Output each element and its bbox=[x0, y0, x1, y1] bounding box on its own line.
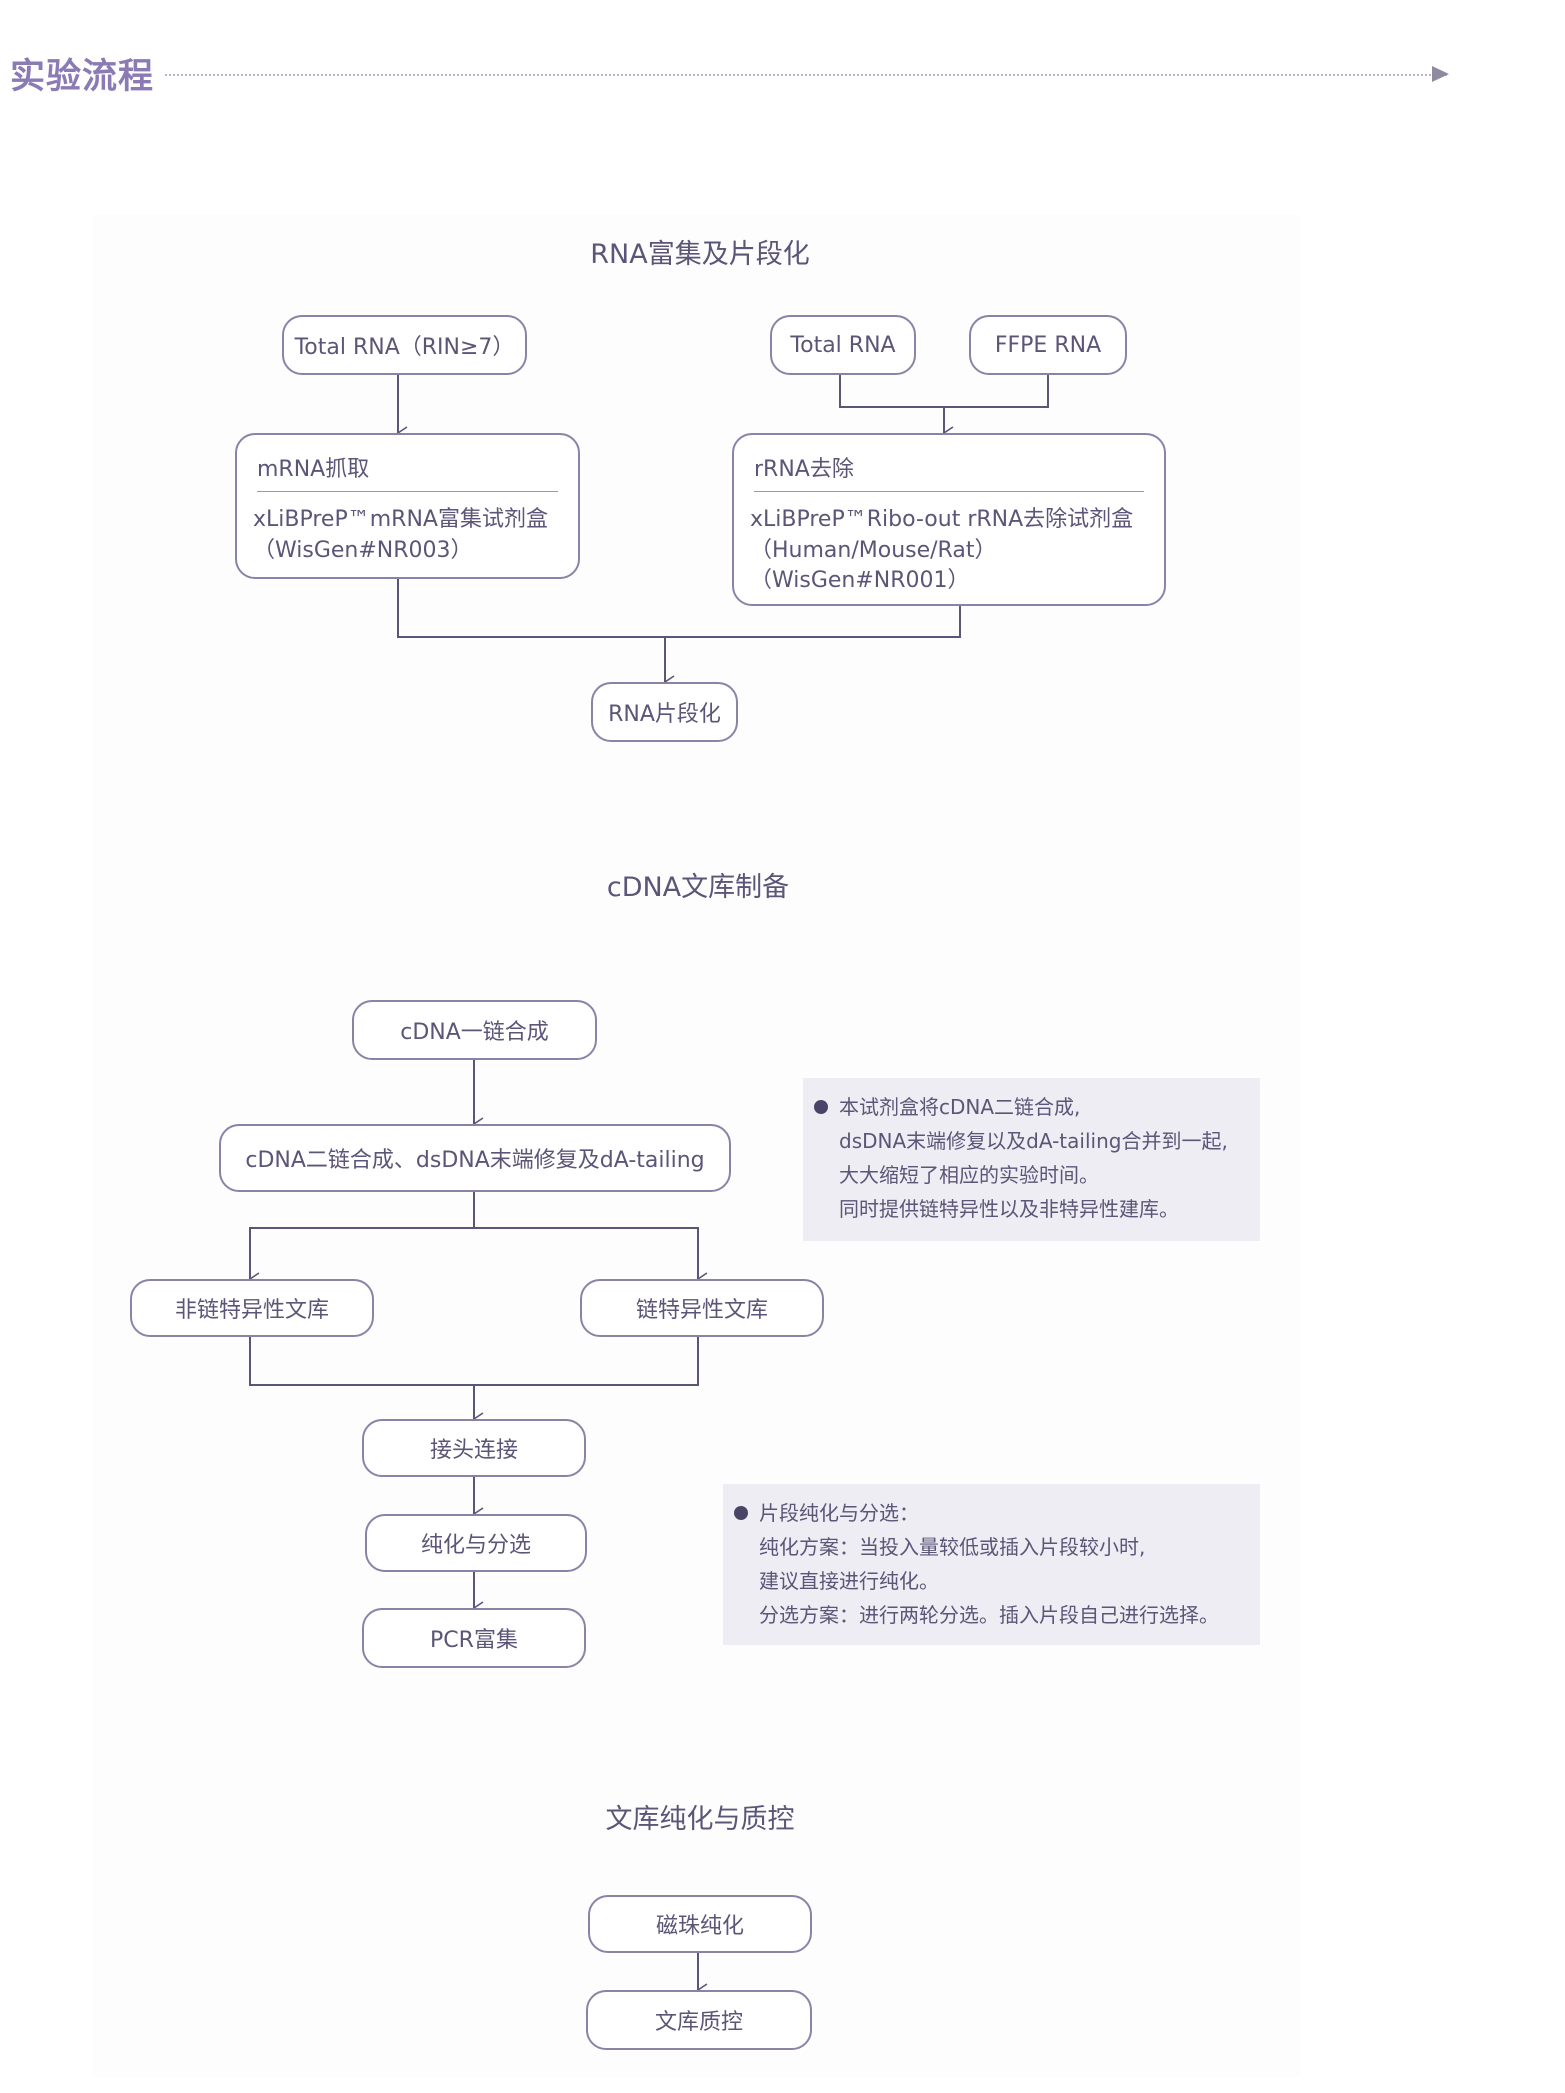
mrna-capture-catalog: （WisGen#NR003） bbox=[253, 538, 473, 563]
rrna-removal-species: （Human/Mouse/Rat） bbox=[750, 538, 997, 563]
node-library-qc: 文库质控 bbox=[586, 1990, 812, 2050]
connector-total-ffpe-merge bbox=[839, 375, 1049, 408]
header-divider bbox=[165, 74, 1447, 76]
note-selection-line: 分选方案：进行两轮分选。插入片段自己进行选择。 bbox=[759, 1603, 1219, 1627]
section-title-cdna-library: cDNA文库制备 bbox=[606, 872, 790, 903]
note-kit-line: 同时提供链特异性以及非特异性建库。 bbox=[839, 1197, 1179, 1221]
node-mrna-capture: mRNA抓取 xLiBPreP™mRNA富集试剂盒 （WisGen#NR003） bbox=[235, 433, 580, 579]
bullet-icon bbox=[734, 1506, 748, 1520]
node-rrna-removal: rRNA去除 xLiBPreP™Ribo-out rRNA去除试剂盒 （Huma… bbox=[732, 433, 1166, 606]
node-stranded-library: 链特异性文库 bbox=[580, 1279, 824, 1337]
node-total-rna: Total RNA bbox=[770, 315, 916, 375]
node-rna-fragmentation: RNA片段化 bbox=[591, 682, 738, 742]
note-selection-line: 片段纯化与分选： bbox=[759, 1501, 919, 1525]
rrna-removal-heading: rRNA去除 bbox=[754, 457, 854, 482]
node-total-rna-rin: Total RNA（RIN≥7） bbox=[282, 315, 527, 375]
node-ffpe-rna: FFPE RNA bbox=[969, 315, 1127, 375]
note-kit-features: 本试剂盒将cDNA二链合成, dsDNA末端修复以及dA-tailing合并到一… bbox=[803, 1078, 1260, 1241]
arrow-right-icon bbox=[1432, 66, 1449, 82]
rrna-removal-kit: xLiBPreP™Ribo-out rRNA去除试剂盒 bbox=[750, 507, 1134, 532]
connector-libraries-merge bbox=[249, 1337, 699, 1386]
page-title: 实验流程 bbox=[10, 57, 155, 97]
note-kit-line: 大大缩短了相应的实验时间。 bbox=[839, 1163, 1099, 1187]
section-title-library-qc: 文库纯化与质控 bbox=[605, 1804, 795, 1835]
mrna-capture-kit: xLiBPreP™mRNA富集试剂盒 bbox=[253, 507, 548, 532]
bullet-icon bbox=[814, 1100, 828, 1114]
node-first-strand-synthesis: cDNA一链合成 bbox=[352, 1000, 597, 1060]
node-adapter-ligation: 接头连接 bbox=[362, 1419, 586, 1477]
note-kit-line: dsDNA末端修复以及dA-tailing合并到一起, bbox=[839, 1129, 1228, 1153]
node-non-stranded-library: 非链特异性文库 bbox=[130, 1279, 374, 1337]
connector-second-split bbox=[249, 1192, 475, 1279]
connector-second-split-right bbox=[474, 1227, 699, 1279]
node-pcr-enrichment: PCR富集 bbox=[362, 1608, 586, 1668]
mrna-capture-divider bbox=[257, 491, 558, 492]
note-fragment-selection: 片段纯化与分选： 纯化方案：当投入量较低或插入片段较小时, 建议直接进行纯化。 … bbox=[723, 1484, 1260, 1645]
connector-mrna-rrna-merge bbox=[397, 579, 961, 638]
note-kit-line: 本试剂盒将cDNA二链合成, bbox=[839, 1095, 1081, 1119]
mrna-capture-heading: mRNA抓取 bbox=[257, 457, 370, 482]
node-magnetic-bead-purification: 磁珠纯化 bbox=[588, 1895, 812, 1953]
rrna-removal-divider bbox=[754, 491, 1144, 492]
node-purification-selection: 纯化与分选 bbox=[365, 1514, 587, 1572]
node-second-strand-synthesis: cDNA二链合成、dsDNA末端修复及dA-tailing bbox=[219, 1124, 731, 1192]
note-selection-line: 建议直接进行纯化。 bbox=[759, 1569, 939, 1593]
section-title-rna-enrichment: RNA富集及片段化 bbox=[590, 239, 810, 270]
note-selection-line: 纯化方案：当投入量较低或插入片段较小时, bbox=[759, 1535, 1146, 1559]
rrna-removal-catalog: （WisGen#NR001） bbox=[750, 568, 970, 593]
